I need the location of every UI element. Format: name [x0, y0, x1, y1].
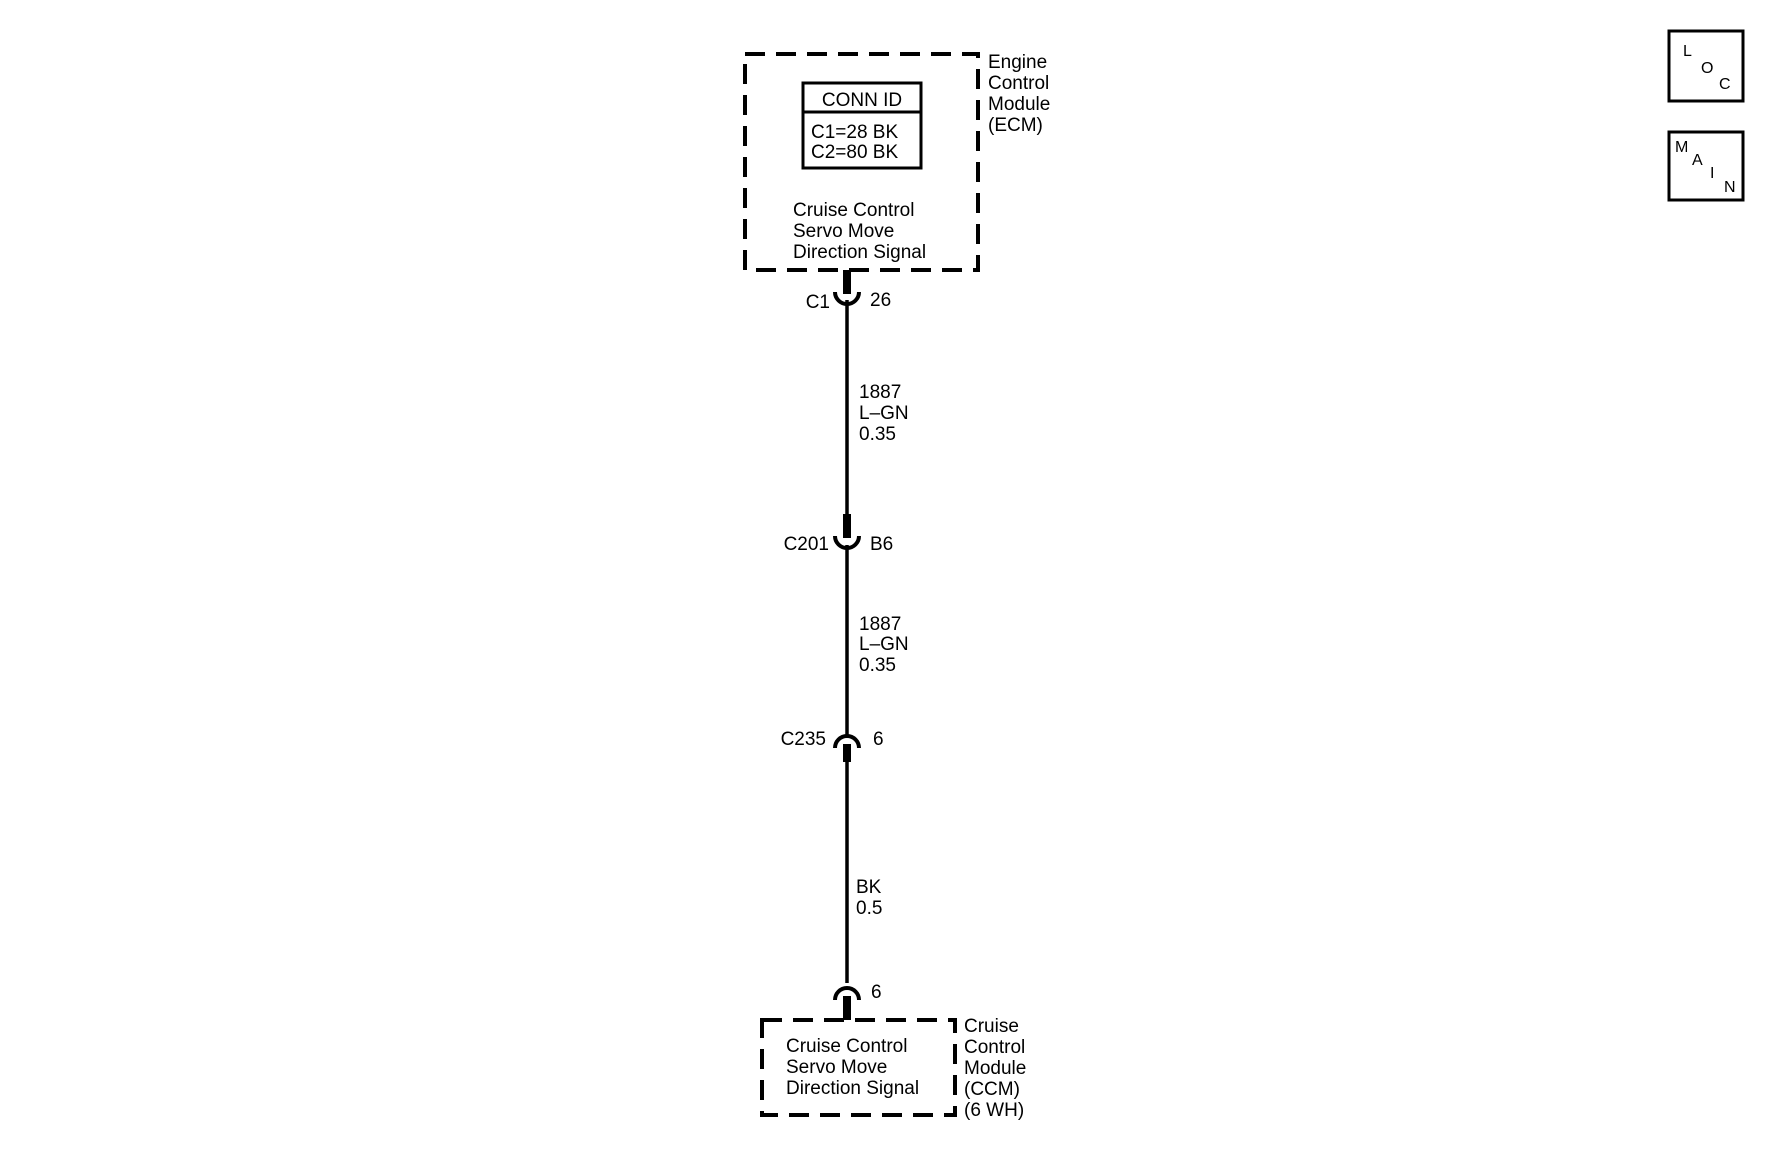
c235-name: C235	[781, 729, 826, 750]
wire2-circuit: 1887	[859, 614, 901, 635]
c1-name: C1	[806, 292, 830, 313]
ccm-signal-line-2: Servo Move	[786, 1057, 887, 1078]
c1-cup-symbol	[833, 291, 861, 306]
c201-name: C201	[784, 534, 829, 555]
ccm-name-line-4: (CCM)	[964, 1079, 1020, 1100]
main-button-frame[interactable]	[1667, 130, 1745, 202]
ecm-name-line-4: (ECM)	[988, 115, 1043, 136]
c201-cup-symbol	[833, 535, 861, 550]
conn-id-title: CONN ID	[822, 90, 902, 111]
ccm-pin: 6	[871, 982, 882, 1003]
c1-pin: 26	[870, 290, 891, 311]
ccm-name-line-5: (6 WH)	[964, 1100, 1024, 1121]
ecm-name-line-2: Control	[988, 73, 1049, 94]
ecm-name-line-1: Engine	[988, 52, 1047, 73]
wire2-size: 0.35	[859, 655, 896, 676]
c235-cup-symbol	[833, 734, 861, 749]
ecm-name-line-3: Module	[988, 94, 1050, 115]
ccm-dashed-box	[760, 1018, 957, 1117]
main-letter-i: I	[1710, 165, 1714, 182]
ccm-name-line-2: Control	[964, 1037, 1025, 1058]
wire3-color: BK	[856, 877, 882, 898]
conn-id-table: CONN ID C1=28 BK C2=80 BK	[801, 81, 923, 170]
loc-letter-c: C	[1719, 76, 1731, 93]
connector-ccm: 6	[833, 982, 882, 1020]
loc-letter-o: O	[1701, 60, 1713, 77]
conn-id-c1: C1=28 BK	[811, 122, 898, 143]
ccm-signal-line-1: Cruise Control	[786, 1036, 907, 1057]
ecm-component: Engine Control Module (ECM) CONN ID C1=2…	[743, 52, 1050, 272]
wire2-color: L–GN	[859, 634, 909, 655]
loc-button-frame[interactable]	[1667, 29, 1745, 103]
conn-id-c2: C2=80 BK	[811, 142, 898, 163]
main-letter-m: M	[1675, 139, 1688, 156]
connector-c201: C201 B6	[784, 514, 893, 555]
ccm-signal-line-3: Direction Signal	[786, 1078, 919, 1099]
wire3-size: 0.5	[856, 898, 882, 919]
main-button[interactable]: M A I N	[1667, 130, 1745, 202]
ecm-signal-line-3: Direction Signal	[793, 242, 926, 263]
c201-pin: B6	[870, 534, 893, 555]
ccm-cup-symbol	[833, 986, 861, 1001]
ccm-name-line-3: Module	[964, 1058, 1026, 1079]
wire1-size: 0.35	[859, 424, 896, 445]
loc-button[interactable]: L O C	[1667, 29, 1745, 103]
ccm-component: Cruise Control Servo Move Direction Sign…	[760, 1016, 1026, 1121]
ecm-signal-line-1: Cruise Control	[793, 200, 914, 221]
wire1-color: L–GN	[859, 403, 909, 424]
wire1-circuit: 1887	[859, 382, 901, 403]
c235-pin: 6	[873, 729, 884, 750]
ccm-name-line-1: Cruise	[964, 1016, 1019, 1037]
conn-id-box	[801, 81, 923, 170]
connector-c235: C235 6	[781, 729, 884, 762]
ecm-signal-line-2: Servo Move	[793, 221, 894, 242]
main-letter-a: A	[1692, 152, 1703, 169]
main-letter-n: N	[1724, 179, 1736, 196]
connector-c1: C1 26	[806, 270, 891, 313]
loc-letter-l: L	[1683, 43, 1692, 60]
ecm-dashed-box	[743, 52, 980, 272]
